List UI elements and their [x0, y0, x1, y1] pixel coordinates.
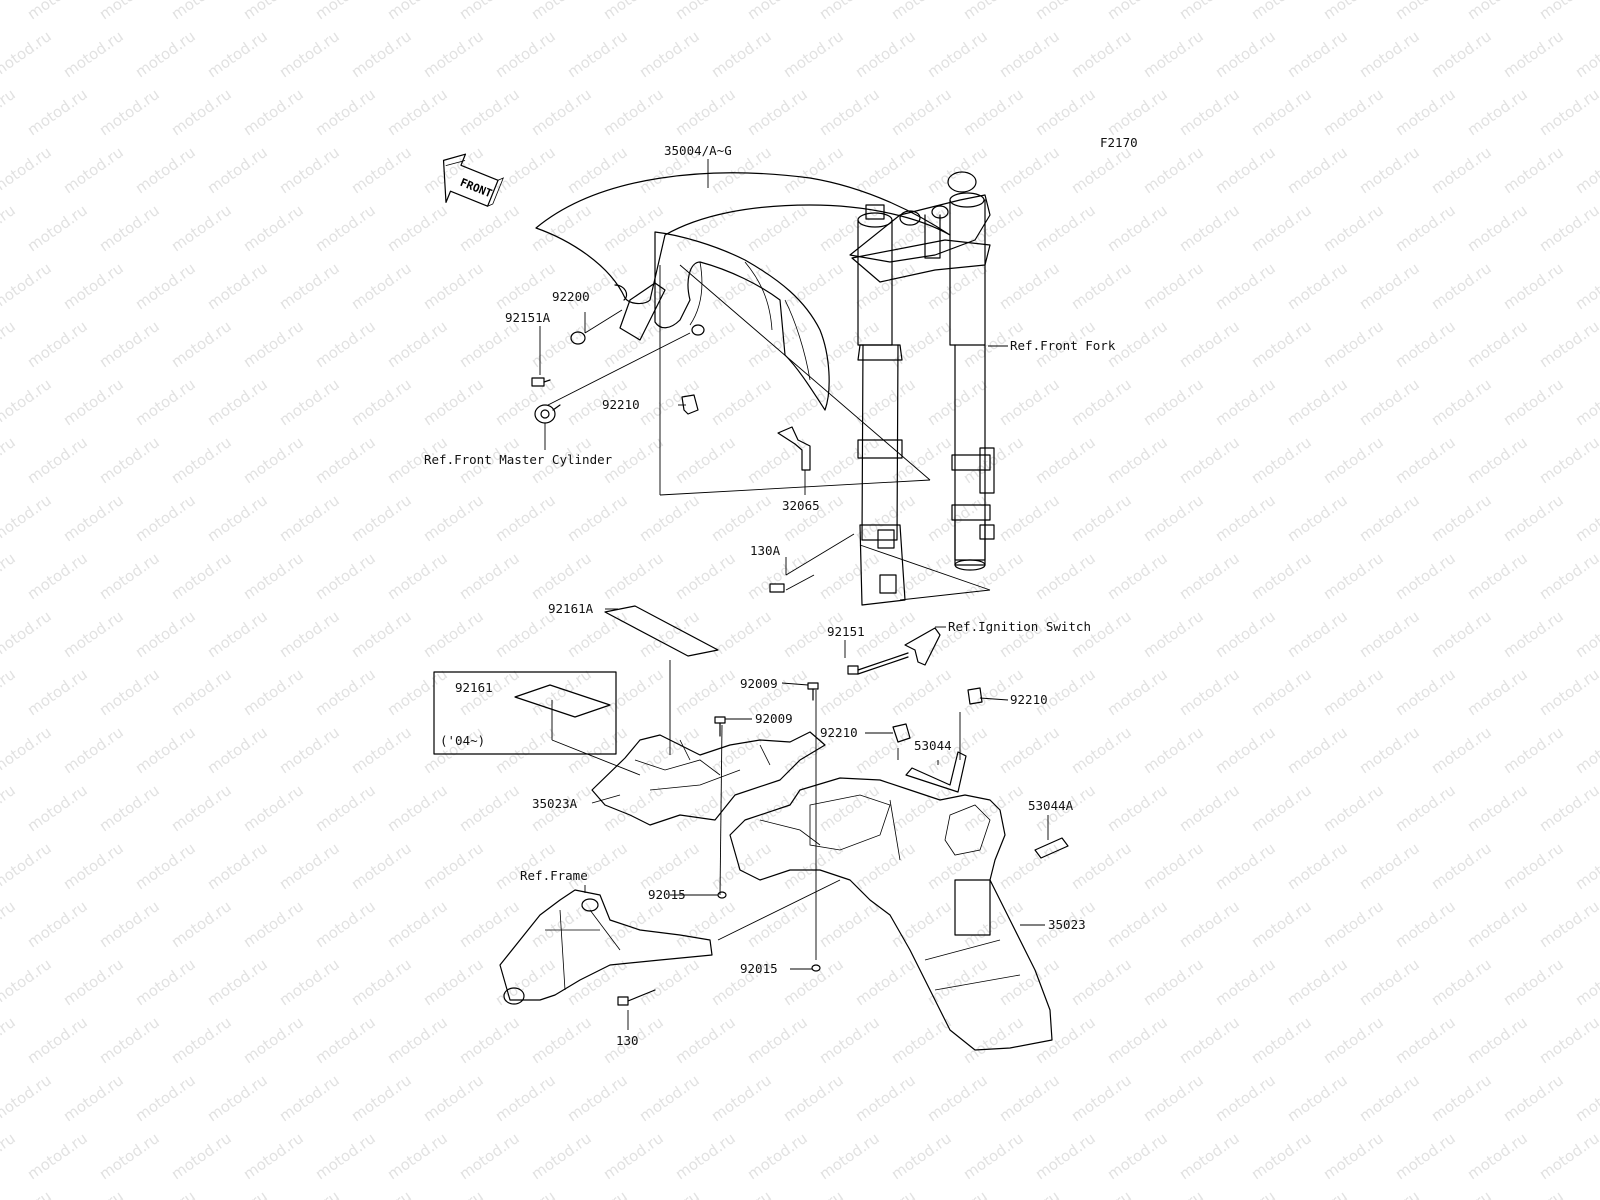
label-92200: 92200	[552, 289, 590, 304]
label-53044A: 53044A	[1028, 798, 1074, 813]
label-92015-lower: 92015	[740, 961, 778, 976]
label-35023: 35023	[1048, 917, 1086, 932]
label-92009: 92009	[740, 676, 778, 691]
label-53044: 53044	[914, 738, 952, 753]
label-130A: 130A	[750, 543, 781, 558]
seal-92161-drawing	[514, 684, 611, 718]
bolt-130A-drawing	[769, 583, 785, 593]
undertray-35023A-drawing	[591, 731, 826, 826]
label-32065: 32065	[782, 498, 820, 513]
label-92210: 92210	[602, 397, 640, 412]
banjo-fitting-drawing	[534, 404, 561, 424]
rear-fender-35023-drawing	[729, 777, 1053, 1051]
label-92151A: 92151A	[505, 310, 551, 325]
clip-92210-rear-drawing	[892, 723, 911, 743]
bolt-130-drawing	[617, 989, 656, 1006]
bolt-92151-drawing	[847, 652, 909, 675]
ignition-bracket-drawing	[904, 627, 941, 666]
label-92015: 92015	[648, 887, 686, 902]
front-arrow-icon: FRONT	[442, 153, 504, 207]
label-92210-right: 92210	[1010, 692, 1048, 707]
leader-lines	[539, 159, 1049, 1030]
label-35023A: 35023A	[532, 796, 578, 811]
clip-92210-drawing	[681, 394, 699, 415]
label-ref-front-fork: Ref.Front Fork	[1010, 338, 1116, 353]
front-fork-drawing	[849, 171, 995, 606]
bracket-32065-drawing	[777, 426, 811, 471]
label-92161A: 92161A	[548, 601, 594, 616]
washer-92200-drawing	[570, 331, 586, 345]
cable-53044-drawing	[905, 751, 967, 793]
year-note-box	[433, 671, 617, 755]
label-92161: 92161	[455, 680, 493, 695]
bolt-92151A-drawing	[531, 377, 551, 387]
tube-53044A-drawing	[1034, 837, 1069, 859]
label-35004: 35004/A~G	[664, 143, 732, 158]
nut-92015-drawing	[717, 891, 727, 899]
clip-92210-right-drawing	[967, 687, 983, 705]
label-92210-rear: 92210	[820, 725, 858, 740]
label-ref-ignition-switch: Ref.Ignition Switch	[948, 619, 1091, 634]
bolt-92009-drawing	[714, 682, 819, 737]
label-ref-front-master-cylinder: Ref.Front Master Cylinder	[424, 452, 613, 467]
diagram-code: F2170	[1100, 135, 1138, 150]
nut-92015-lower-drawing	[811, 964, 821, 972]
label-year-note: ('04~)	[440, 733, 485, 748]
frame-drawing	[499, 889, 713, 1005]
label-ref-frame: Ref.Frame	[520, 868, 588, 883]
seal-92161A-drawing	[604, 605, 719, 657]
label-130: 130	[616, 1033, 639, 1048]
front-fender-drawing	[535, 172, 951, 411]
label-92009-lower: 92009	[755, 711, 793, 726]
label-92151: 92151	[827, 624, 865, 639]
